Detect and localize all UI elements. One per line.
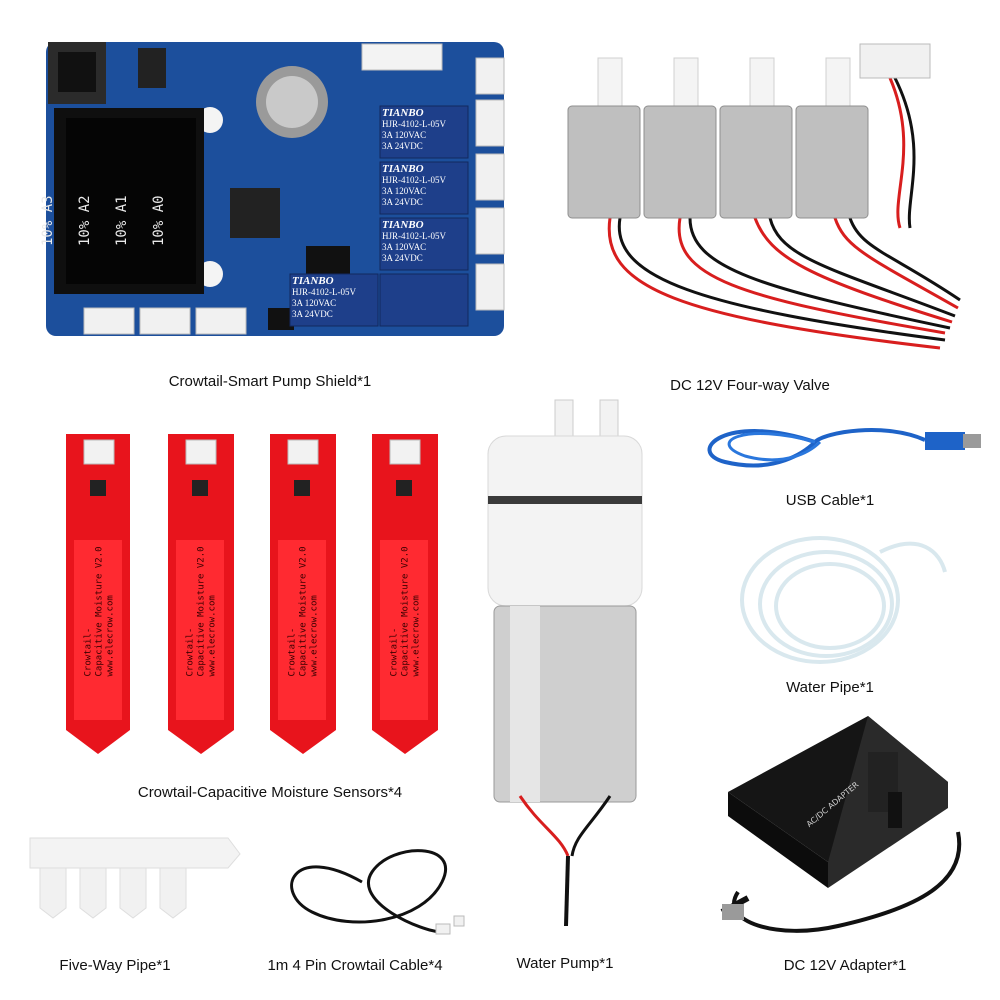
oled-row: 10% A3 (40, 195, 56, 246)
adapter-image (718, 712, 980, 940)
relay-model: HJR-4102-L-05V (292, 287, 356, 297)
sensor-print-line: Capacitive Moisture V2.0 (94, 546, 105, 677)
relay-spec: 3A 120VAC (382, 186, 427, 196)
relay-model: HJR-4102-L-05V (382, 119, 446, 129)
four-way-valve-image (560, 28, 980, 368)
relay-brand: TIANBO (382, 163, 424, 175)
water-pipe-label: Water Pipe*1 (786, 679, 874, 696)
relay-brand: TIANBO (382, 219, 424, 231)
moisture-sensors-label: Crowtail-Capacitive Moisture Sensors*4 (137, 784, 403, 801)
sensor-print-line: www.elecrow.com (105, 595, 116, 677)
sensor-print-line: www.elecrow.com (207, 595, 218, 677)
pump-shield-image (40, 38, 510, 340)
relay-brand: TIANBO (292, 275, 334, 287)
sensor-print-line: Crowtail- (287, 627, 298, 677)
pump-shield-label: Crowtail-Smart Pump Shield*1 (168, 373, 372, 390)
sensor-print-line: Crowtail- (185, 627, 196, 677)
relay-2: TIANBO HJR-4102-L-05V 3A 120VAC 3A 24VDC (382, 164, 466, 208)
sensor-print: Crowtail- Capacitive Moisture V2.0 www.e… (83, 537, 117, 677)
four-way-valve-label: DC 12V Four-way Valve (670, 377, 830, 394)
water-pipe-image (730, 522, 950, 672)
pin-labels: GND VCC SCL SDA (6, 163, 17, 247)
sensor-print-line: Crowtail- (83, 627, 94, 677)
relay-model: HJR-4102-L-05V (382, 175, 446, 185)
oled-row: 10% A0 (151, 195, 167, 246)
sensor-print-line: Crowtail- (389, 627, 400, 677)
oled-readout: 10% A3 10% A2 10% A1 10% A0 (40, 160, 190, 246)
sensor-print: Crowtail- Capacitive Moisture V2.0 www.e… (287, 537, 321, 677)
relay-spec: 3A 24VDC (382, 197, 423, 207)
sensor-print-line: www.elecrow.com (309, 595, 320, 677)
sensor-print-line: Capacitive Moisture V2.0 (298, 546, 309, 677)
sensor-print-line: Capacitive Moisture V2.0 (196, 546, 207, 677)
five-way-pipe-image (28, 832, 242, 922)
relay-model: HJR-4102-L-05V (382, 231, 446, 241)
crowtail-cable-image (272, 832, 468, 942)
crowtail-cable-label: 1m 4 Pin Crowtail Cable*4 (267, 957, 443, 974)
adapter-label: DC 12V Adapter*1 (783, 957, 907, 974)
moisture-sensors-image (60, 430, 440, 760)
sensor-print: Crowtail- Capacitive Moisture V2.0 www.e… (389, 537, 423, 677)
sensor-print-line: Capacitive Moisture V2.0 (400, 546, 411, 677)
oled-row: 10% A2 (77, 195, 93, 246)
relay-spec: 3A 120VAC (382, 130, 427, 140)
relay-spec: 3A 120VAC (292, 298, 337, 308)
oled-row: 10% A1 (114, 195, 130, 246)
relay-brand: TIANBO (382, 107, 424, 119)
relay-spec: 3A 120VAC (382, 242, 427, 252)
relay-spec: 3A 24VDC (382, 253, 423, 263)
sensor-print-line: www.elecrow.com (411, 595, 422, 677)
relay-spec: 3A 24VDC (382, 141, 423, 151)
sensor-print: Crowtail- Capacitive Moisture V2.0 www.e… (185, 537, 219, 677)
five-way-pipe-label: Five-Way Pipe*1 (59, 957, 171, 974)
relay-3: TIANBO HJR-4102-L-05V 3A 120VAC 3A 24VDC (382, 220, 466, 264)
relay-spec: 3A 24VDC (292, 309, 333, 319)
relay-4: TIANBO HJR-4102-L-05V 3A 120VAC 3A 24VDC (292, 276, 376, 320)
water-pump-image (480, 396, 650, 936)
usb-cable-label: USB Cable*1 (785, 492, 875, 509)
usb-cable-image (685, 412, 985, 472)
relay-1: TIANBO HJR-4102-L-05V 3A 120VAC 3A 24VDC (382, 108, 466, 152)
water-pump-label: Water Pump*1 (516, 955, 614, 972)
